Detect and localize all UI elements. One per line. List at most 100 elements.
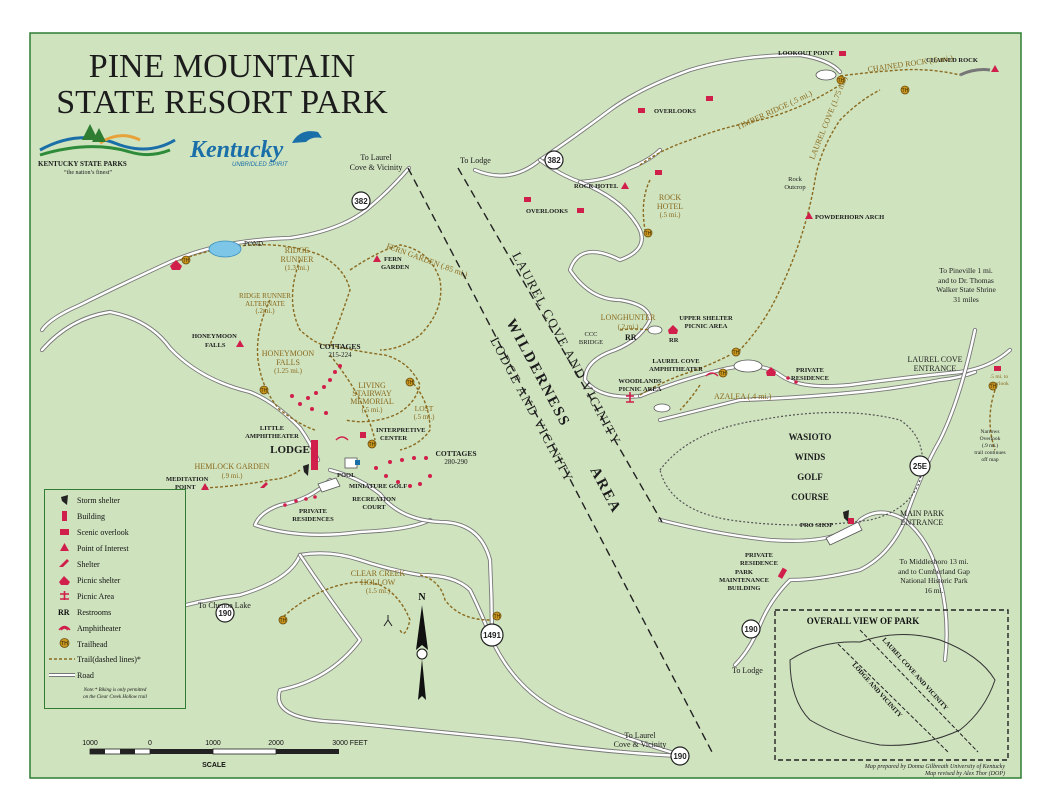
- svg-text:UNBRIDLED SPIRIT: UNBRIDLED SPIRIT: [232, 162, 289, 168]
- living-stairway-line3: MEMORIAL: [350, 397, 394, 406]
- golf-line1: WASIOTO: [789, 432, 832, 442]
- route-190-shield-left: 190: [215, 603, 235, 623]
- trailhead-icon: TH: [405, 377, 415, 387]
- woodlands-picnic-area-icon: [626, 392, 634, 403]
- little-amph-line1: LITTLE: [260, 425, 284, 432]
- svg-text:TH: TH: [407, 380, 414, 386]
- interpretive-line1: INTERPRETIVE: [376, 427, 425, 434]
- maint-line1: PRIVATE: [745, 552, 773, 559]
- pool-building-icon: [355, 460, 360, 465]
- maint-line2: RESIDENCE: [740, 560, 778, 567]
- honeymoon-falls-line2: FALLS: [205, 342, 226, 349]
- clear-creek-line3: (1.5 mi.): [366, 587, 391, 595]
- route-190-shield-right: 190: [741, 619, 761, 639]
- svg-text:2000: 2000: [268, 740, 284, 747]
- maint-line3: PARK: [735, 569, 753, 576]
- clear-creek-line2: HOLLOW: [361, 578, 396, 587]
- legend-label-shelter: Shelter: [77, 560, 100, 569]
- lost-trail-line1: LOST: [415, 404, 434, 413]
- lodge-storm-shelter-icon: [303, 464, 309, 476]
- roads: [39, 52, 1013, 759]
- svg-text:3000 FEET: 3000 FEET: [332, 740, 368, 747]
- little-amph-line2: AMPHITHEATER: [245, 433, 299, 440]
- svg-text:Kentucky: Kentucky: [189, 137, 284, 163]
- longhunter-line2: (.2 mi.): [618, 323, 639, 331]
- narrows-line5: off map: [981, 456, 998, 463]
- rock-outcrop-line2: Outcrop: [784, 184, 805, 191]
- hemlock-line2: (.9 mi.): [222, 472, 243, 480]
- rec-court-line1: RECREATION: [352, 496, 396, 503]
- to-lodge-top: To Lodge: [460, 156, 491, 165]
- trailhead-icon: TH: [492, 611, 502, 621]
- meditation-line1: MEDITATION: [166, 476, 209, 483]
- credits-line1: Map prepared by Donna Gilbreath Universi…: [864, 763, 1005, 770]
- to-laurel-top-line2: Cove & Vicinity: [350, 163, 403, 172]
- ridge-runner-line1: RIDGE: [285, 246, 310, 255]
- upper-shelter-line1: UPPER SHELTER: [679, 315, 733, 322]
- overlooks-label-bottom: OVERLOOKS: [526, 208, 568, 215]
- upper-shelter-line2: PICNIC AREA: [685, 323, 728, 330]
- pond-picnic-shelter-icon: [170, 260, 182, 270]
- picnic-area-icon: [60, 591, 69, 600]
- amphitheater-icon: [58, 625, 71, 631]
- private-res-2-dots: [786, 376, 798, 384]
- restrooms-icon: RR: [58, 608, 70, 617]
- woodlands-area: [653, 403, 671, 413]
- ky-state-parks-logo: KENTUCKY STATE PARKS “the nation’s fines…: [38, 124, 176, 176]
- rr-alt-line3: (.2mi.): [255, 307, 275, 315]
- svg-text:TH: TH: [838, 78, 845, 84]
- pineville-line3: Walker State Shrine: [936, 285, 996, 294]
- chained-rock-poi-icon: [991, 65, 999, 72]
- svg-text:TH: TH: [494, 614, 501, 620]
- maint-line5: BUILDING: [728, 585, 761, 592]
- honeymoon-falls-poi-icon: [236, 340, 244, 347]
- overlooks-icon-4: [577, 208, 584, 213]
- wilderness-boundary-left: [407, 167, 713, 753]
- private-res-1-dots: [283, 495, 317, 507]
- clear-creek-line1: CLEAR CREEK: [351, 569, 406, 578]
- interpretive-line2: CENTER: [380, 435, 407, 442]
- rock-hotel-poi-icon: [621, 182, 629, 189]
- interpretive-center-building: [360, 432, 366, 438]
- to-laurel-bottom-line2: Cove & Vicinity: [614, 740, 667, 749]
- overlooks-icon-2: [706, 96, 713, 101]
- svg-text:1491: 1491: [483, 631, 501, 640]
- laurel-amph-line1: LAUREL COVE: [652, 358, 699, 365]
- trailhead-icons: TH TH TH TH TH TH TH TH TH TH TH TH: [181, 75, 998, 625]
- golf-line4: COURSE: [791, 492, 829, 502]
- rr-label: RR: [669, 337, 679, 344]
- svg-text:TH: TH: [369, 442, 376, 448]
- trailhead-icon: TH: [988, 381, 998, 391]
- pro-shop-label: PRO SHOP: [800, 522, 833, 529]
- private-res-2-line1: PRIVATE: [796, 367, 824, 374]
- pineville-line2: and to Dr. Thomas: [938, 276, 994, 285]
- scale-bar: 1000 0 1000 2000 3000 FEET SCALE: [82, 740, 368, 769]
- svg-text:TH: TH: [280, 618, 287, 624]
- lost-trail-line2: (.5 mi.): [414, 413, 435, 421]
- route-190-shield-bottom: 190: [670, 746, 690, 766]
- kentucky-unbridled-spirit-logo: Kentucky UNBRIDLED SPIRIT: [189, 131, 322, 168]
- point-of-interest-icon: [60, 543, 69, 551]
- narrows-line1: Narrows: [981, 429, 1000, 435]
- trailhead-icon: TH: [59, 638, 70, 648]
- woodlands-line1: WOODLANDS: [618, 378, 662, 385]
- legend-label-amphitheater: Amphitheater: [77, 624, 121, 633]
- hemlock-shelter-icon: [260, 482, 268, 488]
- legend-label-poi: Point of Interest: [77, 544, 129, 553]
- rr-alt-line1: RIDGE RUNNER: [239, 292, 291, 300]
- park-title-line1: PINE MOUNTAIN: [89, 48, 355, 85]
- svg-text:TH: TH: [645, 231, 652, 237]
- pond: [208, 240, 242, 258]
- golf-line2: WINDS: [795, 452, 826, 462]
- svg-text:N: N: [418, 592, 426, 603]
- svg-text:382: 382: [354, 197, 368, 206]
- trailhead-icon: TH: [181, 255, 191, 265]
- laurel-entrance-line2: ENTRANCE: [914, 364, 957, 373]
- to-chenoa-lake: To Chenoa Lake: [198, 601, 251, 610]
- to-laurel-bottom-line1: To Laurel: [624, 731, 656, 740]
- main-entrance-line1: MAIN PARK: [900, 509, 944, 518]
- rec-court-line2: COURT: [362, 504, 386, 511]
- route-382-shield-right: 382: [544, 150, 564, 170]
- svg-text:TH: TH: [61, 641, 68, 647]
- svg-text:1000: 1000: [205, 740, 221, 747]
